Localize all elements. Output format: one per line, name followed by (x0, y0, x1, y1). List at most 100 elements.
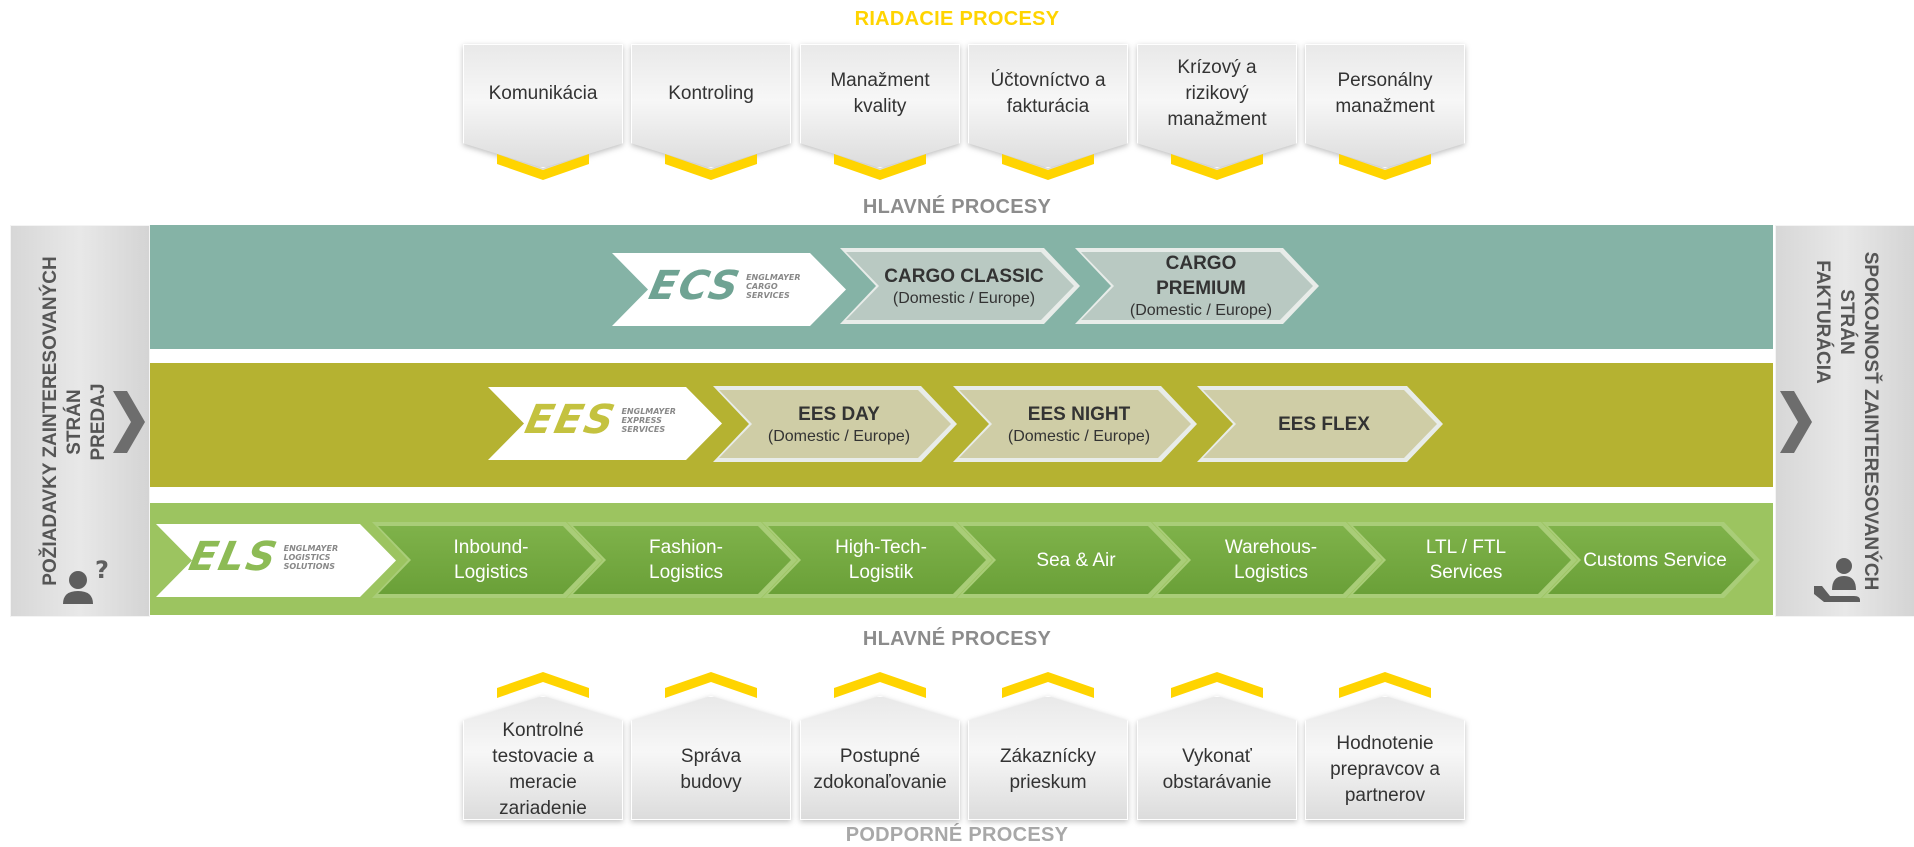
logo-sub-line: EXPRESS (621, 415, 662, 425)
arrow-line: Logistics (649, 562, 723, 583)
chevron-shape (834, 154, 926, 180)
process-box-label: Správa budovy (635, 720, 787, 820)
arrow-line: Logistics (1234, 562, 1308, 583)
ees-flex-arrow: EES FLEX (1197, 386, 1443, 462)
top-process-box: Komunikácia (463, 44, 623, 168)
els-service-arrow: High-Tech-Logistik (762, 522, 992, 598)
process-box-line: prepravcov a (1330, 759, 1440, 780)
process-box-shape (463, 44, 623, 168)
process-box-shape (631, 44, 791, 168)
process-box-line: zdokonaľovanie (813, 772, 947, 793)
arrow-subtitle: (Domestic / Europe) (767, 427, 911, 445)
right-panel-line3: FAKTURÁCIA (1812, 260, 1833, 384)
logo-sub-line: ENGLMAYER (283, 543, 339, 553)
process-box-shape (463, 696, 623, 820)
process-box-line: Správa (680, 746, 742, 767)
arrow-inner (1548, 526, 1754, 594)
chevron-down-icon (497, 154, 589, 180)
chevron-up-icon (1002, 672, 1094, 698)
chevron-down-icon (1002, 154, 1094, 180)
process-box-lines: Správa budovy (680, 744, 741, 796)
process-box-line: manažment (1167, 109, 1267, 130)
arrow-inner (963, 526, 1181, 594)
process-box-shape (1137, 44, 1297, 168)
right-panel-line2: STRÁN (1836, 289, 1857, 355)
cargo-premium-arrow: CARGO PREMIUM (Domestic / Europe) (1075, 248, 1319, 324)
arrow-text: Fashion- Logistics (567, 522, 797, 598)
process-box-shape (968, 696, 1128, 820)
arrow-title: EES FLEX (1278, 413, 1370, 435)
process-box-lines: Manažment kvality (830, 68, 929, 120)
process-box-line: meracie (509, 772, 577, 793)
chevron-up-icon (834, 672, 926, 698)
process-box-shape (1305, 696, 1465, 820)
process-box-shape (800, 696, 960, 820)
logo-sub-line: ENGLMAYER (746, 272, 801, 282)
svg-text:?: ? (95, 558, 109, 584)
arrow-inner (959, 390, 1191, 458)
els-logo-arrow: ELS ENGLMAYER LOGISTICS SOLUTIONS (156, 524, 396, 597)
ees-logo-letters: EES (521, 397, 621, 443)
arrow-inner (378, 526, 596, 594)
process-box-lines: Komunikácia (489, 81, 598, 107)
els-service-arrow: Inbound-Logistics (372, 522, 602, 598)
arrow-line: Services (1429, 562, 1503, 583)
person-hand-icon (1814, 558, 1860, 602)
ecs-logo-letters: ECS (645, 263, 745, 309)
arrow-line: Fashion- (649, 537, 723, 558)
els-service-arrow: Warehous-Logistics (1152, 522, 1382, 598)
chevron-down-icon (1339, 154, 1431, 180)
ees-night-arrow: EES NIGHT (Domestic / Europe) (953, 386, 1197, 462)
process-box-line: kvality (853, 96, 907, 117)
process-box-line: partnerov (1344, 785, 1426, 806)
ecs-logo-sub: ENGLMAYER CARGO SERVICES (746, 273, 800, 300)
left-panel-line1: POŽIADAVKY ZAINTERESOVANÝCH (40, 256, 61, 586)
process-box-line: Kontrolné (502, 720, 584, 741)
els-logo: ELS ENGLMAYER LOGISTICS SOLUTIONS (185, 534, 339, 580)
arrow-title: EES NIGHT (1027, 403, 1131, 425)
arrow-line: Inbound- (453, 537, 529, 558)
process-box-label: Manažment kvality (804, 44, 956, 144)
ees-logo-arrow: EES ENGLMAYER EXPRESS SERVICES (488, 387, 722, 460)
process-box-line: Komunikácia (488, 83, 598, 104)
chevron-up-icon (497, 672, 589, 698)
arrow-text: EES DAY (Domestic / Europe) (713, 386, 957, 462)
left-panel-line3: PREDAJ (88, 383, 109, 461)
chevron-up-icon (1339, 672, 1431, 698)
process-box-line: Manažment (830, 70, 930, 91)
process-box-line: manažment (1335, 96, 1435, 117)
person-question-icon: ? (63, 558, 109, 604)
process-box-line: budovy (680, 772, 742, 793)
chevron-shape (1171, 154, 1263, 180)
els-service-arrow: Customs Service (1542, 522, 1760, 598)
arrow-subtitle: (Domestic / Europe) (1007, 427, 1151, 445)
podporne-procesy-title: PODPORNÉ PROCESY (845, 824, 1069, 846)
chevron-right-icon (1780, 391, 1812, 453)
process-box-line: rizikový (1185, 83, 1249, 104)
arrow-text: EES NIGHT (Domestic / Europe) (953, 386, 1197, 462)
process-box-line: Kontroling (668, 83, 754, 104)
arrow-title: CARGO PREMIUM (1156, 253, 1246, 299)
logo-sub-line: SERVICES (746, 290, 790, 300)
process-box-shape (1137, 696, 1297, 820)
chevron-shape (665, 154, 757, 180)
logo-sub-line: SERVICES (621, 424, 666, 434)
